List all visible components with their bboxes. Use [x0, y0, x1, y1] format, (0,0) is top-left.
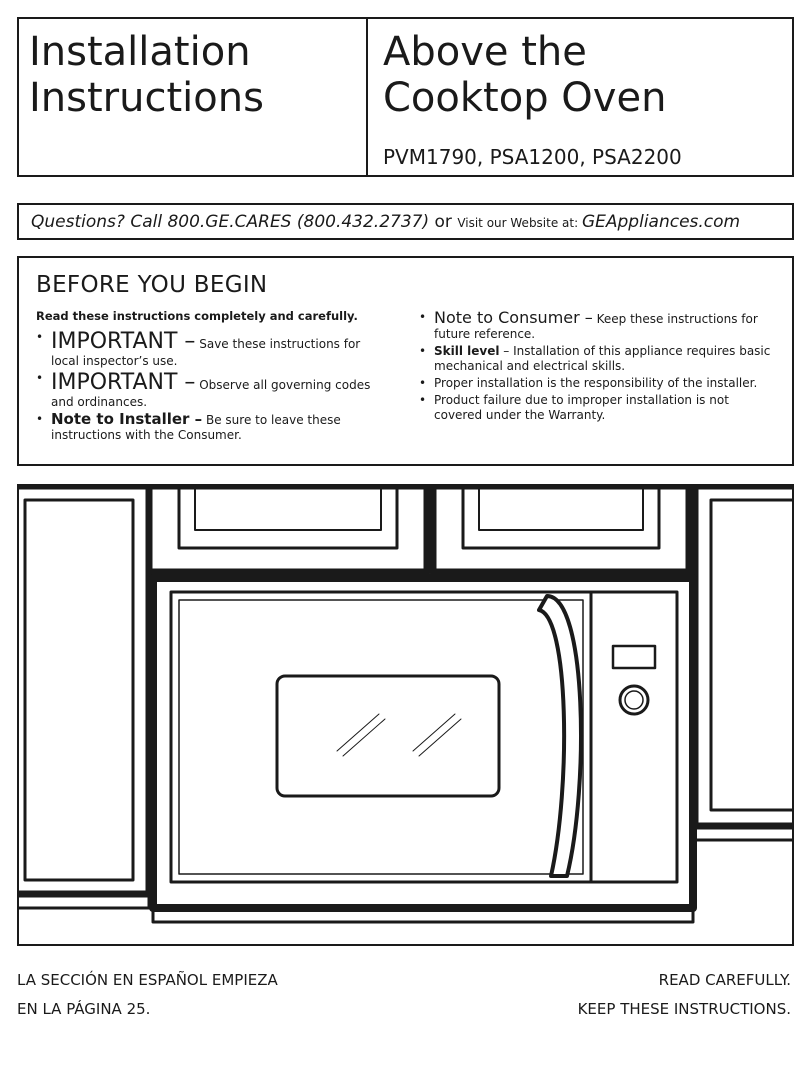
contact-line: Questions? Call 800.GE.CARES (800.432.27… [31, 212, 740, 232]
document-title: Installation Instructions [29, 29, 264, 121]
upper-cabinet-left [145, 486, 431, 576]
door-window [275, 674, 501, 798]
title-line-1: Installation [29, 29, 251, 75]
microwave-illustration [17, 484, 794, 946]
phone-text: Questions? Call 800.GE.CARES (800.432.27… [31, 212, 430, 232]
upper-cabinet-right [429, 486, 693, 576]
list-item: • Skill level – Installation of this app… [419, 344, 779, 374]
bullet: • [36, 412, 44, 426]
bullet: • [419, 393, 427, 407]
product-line-1: Above the [383, 29, 587, 75]
list-item: • Product failure due to improper instal… [419, 393, 779, 423]
item-lead: Skill level [434, 344, 500, 358]
section-intro: Read these instructions completely and c… [36, 309, 358, 323]
item-text: Product failure due to improper installa… [434, 393, 729, 422]
header-box: Installation Instructions Above the Cook… [17, 17, 794, 177]
read-line-2: KEEP THESE INSTRUCTIONS. [577, 1000, 791, 1018]
spanish-note: LA SECCIÓN EN ESPAÑOL EMPIEZA EN LA PÁGI… [17, 966, 278, 1024]
item-lead: IMPORTANT – [51, 370, 196, 395]
bullet: • [36, 371, 44, 385]
left-column: • IMPORTANT – Save these instructions fo… [36, 330, 376, 445]
contact-bar: Questions? Call 800.GE.CARES (800.432.27… [17, 203, 794, 240]
section-title: BEFORE YOU BEGIN [36, 272, 268, 298]
list-item: • IMPORTANT – Observe all governing code… [36, 371, 376, 410]
bullet: • [419, 376, 427, 390]
display [611, 644, 657, 670]
item-text: Keep these instructions for future refer… [434, 312, 758, 341]
list-item: • Note to Consumer – Keep these instruct… [419, 310, 779, 342]
microwave-body [149, 574, 697, 924]
title-line-2: Instructions [29, 75, 264, 121]
visit-text: Visit our Website at: [457, 216, 582, 230]
spanish-line-2: EN LA PÁGINA 25. [17, 1000, 151, 1018]
header-divider [366, 19, 368, 175]
list-item: • Proper installation is the responsibil… [419, 376, 779, 391]
read-carefully-note: READ CAREFULLY. KEEP THESE INSTRUCTIONS. [578, 966, 791, 1024]
item-lead: Note to Consumer – [434, 308, 593, 327]
right-column: • Note to Consumer – Keep these instruct… [419, 310, 779, 425]
product-line-2: Cooktop Oven [383, 75, 667, 121]
list-item: • IMPORTANT – Save these instructions fo… [36, 330, 376, 369]
product-title: Above the Cooktop Oven [383, 29, 666, 121]
bullet: • [419, 344, 427, 358]
website-link[interactable]: GEAppliances.com [581, 212, 741, 232]
right-cabinet [691, 486, 792, 842]
microwave-drawing [19, 486, 792, 924]
list-item: • Note to Installer – Be sure to leave t… [36, 412, 376, 443]
dial-knob [618, 684, 650, 716]
item-text: Observe all governing codes and ordinanc… [51, 378, 371, 409]
item-text: – Installation of this appliance require… [434, 344, 771, 373]
item-text: Be sure to leave these instructions with… [51, 413, 341, 442]
item-lead: IMPORTANT – [51, 329, 196, 354]
spanish-line-1: LA SECCIÓN EN ESPAÑOL EMPIEZA [17, 971, 278, 989]
item-lead: Note to Installer – [51, 410, 203, 428]
left-cabinet [19, 486, 153, 910]
door-handle [537, 594, 583, 878]
or-text: or [429, 212, 458, 232]
model-numbers: PVM1790, PSA1200, PSA2200 [383, 145, 682, 169]
bullet: • [36, 330, 44, 344]
control-panel [589, 590, 679, 884]
read-line-1: READ CAREFULLY. [658, 971, 791, 989]
bullet: • [419, 310, 427, 324]
item-text: Save these instructions for local inspec… [51, 337, 361, 368]
before-you-begin-box: BEFORE YOU BEGIN Read these instructions… [17, 256, 794, 466]
item-text: Proper installation is the responsibilit… [434, 376, 758, 390]
